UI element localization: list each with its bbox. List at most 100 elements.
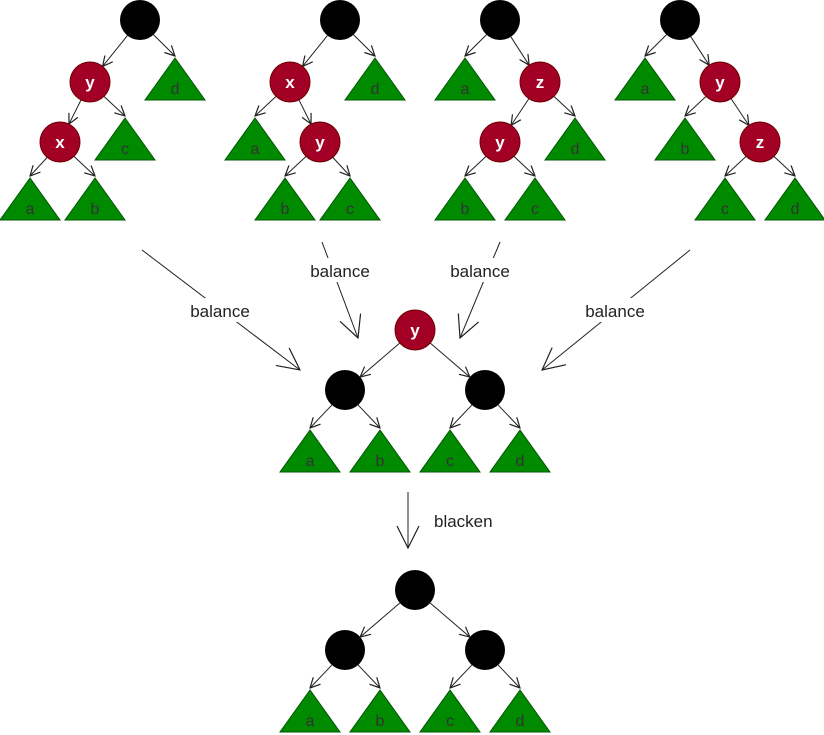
subtree-label: b [376,713,385,730]
subtree-label: d [371,81,380,98]
tree-edge [513,155,535,176]
subtree-label: b [681,141,690,158]
tree-edges [30,34,795,688]
blacken-label: blacken [434,512,493,531]
subtree-triangle [0,177,61,221]
subtree-triangle [94,117,156,161]
subtree-label: b [91,201,100,218]
tree-edge [730,98,749,126]
red-node [699,61,741,103]
tree-edge [725,155,747,176]
red-node [299,121,341,163]
subtree-label: d [791,201,800,218]
subtree-triangle [279,429,341,473]
tree-edge [285,155,307,176]
subtree-label: a [26,201,35,218]
tree-edge [30,157,48,176]
black-node [465,370,505,410]
tree-edge [450,404,473,428]
tree-case-1: y x a b c d [0,0,206,221]
tree-edge [450,664,473,688]
subtree-triangle [254,177,316,221]
tree-edge [69,99,82,124]
subtree-label: a [461,81,470,98]
subtree-label: c [721,201,729,218]
tree-case-4: a y b z c d [614,0,824,221]
subtree-label: a [641,81,650,98]
balance-label-1: balance [190,302,250,321]
label-background [298,258,382,282]
subtree-label: d [516,453,525,470]
subtree-label: a [251,141,260,158]
subtree-triangle [694,177,756,221]
black-node [465,630,505,670]
tree-case-2: x y a b c d [224,0,406,221]
subtree-label: c [446,713,454,730]
tree-edge [553,95,575,116]
node-label: z [756,133,765,152]
tree-edge [429,602,470,637]
tree-edge [510,36,529,65]
red-node [519,61,561,103]
tree-edge [357,404,380,428]
red-node [394,309,436,351]
subtree-triangle [764,177,824,221]
tree-edge [353,34,375,56]
subtree-label: d [516,713,525,730]
operation-arrow [321,241,358,338]
tree-edge [360,602,401,637]
black-node [395,570,435,610]
subtree-triangle [144,57,206,101]
subtree-label: b [281,201,290,218]
tree-edge [73,155,95,176]
tree-edge [360,342,401,377]
black-node [325,370,365,410]
tree-edge [645,34,667,56]
tree-edge [310,404,333,428]
subtree-triangle [489,689,551,733]
subtree-triangle [64,177,126,221]
black-node [325,630,365,670]
tree-blackened: a b c d [279,570,551,733]
subtree-triangle [489,429,551,473]
tree-edge [465,155,487,176]
subtree-label: a [306,713,315,730]
subtree-label: c [346,201,354,218]
node-label: y [715,73,725,92]
node-label: y [410,321,420,340]
subtree-label: b [461,201,470,218]
balance-label-2: balance [310,262,370,281]
tree-edge [298,99,311,124]
subtree-triangle [279,689,341,733]
operation-arrows [141,241,691,548]
subtree-label: a [306,453,315,470]
black-node [660,0,700,40]
red-node [739,121,781,163]
subtree-triangle [614,57,676,101]
subtree-triangle [544,117,606,161]
tree-edge [429,342,470,377]
tree-edge [103,95,125,116]
subtree-label: c [446,453,454,470]
tree-edge [357,664,380,688]
tree-edge [465,34,487,56]
tree-edge [685,95,707,116]
black-node [320,0,360,40]
label-background [573,298,657,322]
tree-edge [773,155,795,176]
red-node [479,121,521,163]
label-background [178,298,262,322]
subtree-label: d [571,141,580,158]
subtree-triangle [434,57,496,101]
node-label: y [315,133,325,152]
red-node [269,61,311,103]
node-label: y [495,133,505,152]
balance-label-4: balance [585,302,645,321]
black-node [480,0,520,40]
node-label: z [536,73,545,92]
black-node [120,0,160,40]
subtree-triangle [434,177,496,221]
tree-balanced: y a b c d [279,309,551,473]
node-label: y [85,73,95,92]
subtree-label: d [171,81,180,98]
